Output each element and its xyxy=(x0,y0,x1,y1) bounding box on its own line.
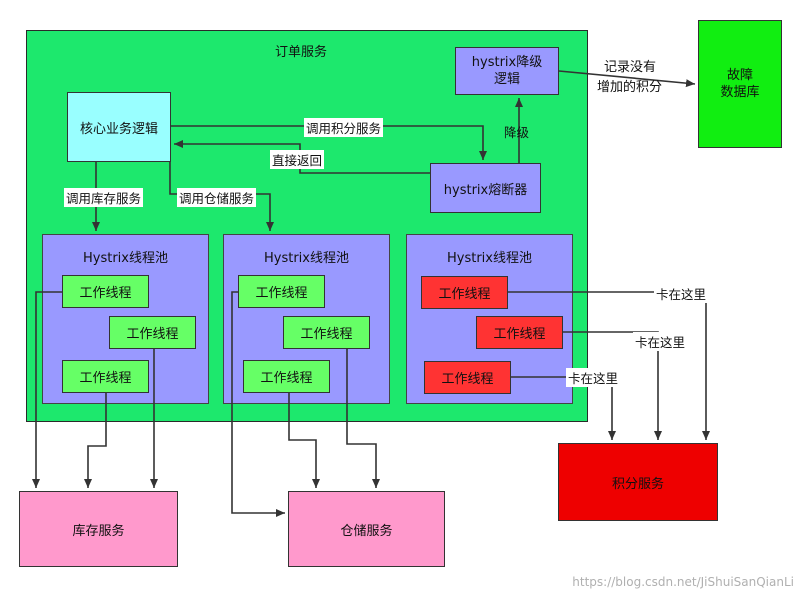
watermark-url: https://blog.csdn.net/JiShuiSanQianLi xyxy=(572,575,794,589)
label-record-line2: 增加的积分 xyxy=(597,80,663,95)
warehouse-service-node: 仓储服务 xyxy=(288,491,445,567)
edge-p2w2-to-warehouse xyxy=(346,349,380,488)
label-call-warehouse: 调用仓储服务 xyxy=(177,188,257,207)
edge-p1w3-to-inventory xyxy=(84,393,107,488)
edge-fallback-to-db xyxy=(558,70,696,88)
pool-3-worker-2-label: 工作线程 xyxy=(493,327,546,342)
fault-database-label-line2: 数据库 xyxy=(720,85,760,100)
edge-core-to-breaker xyxy=(171,125,487,160)
pool-1-worker-3-label: 工作线程 xyxy=(79,371,132,386)
label-stuck-1: 卡在这里 xyxy=(654,284,709,303)
hystrix-fallback-label-line2: 逻辑 xyxy=(493,72,520,87)
order-service-title: 订单服务 xyxy=(275,45,328,60)
pool-3-worker-3-label: 工作线程 xyxy=(441,372,494,387)
thread-pool-2-title: Hystrix线程池 xyxy=(264,251,349,266)
thread-pool-3-title: Hystrix线程池 xyxy=(447,251,532,266)
pool-1-worker-2-label: 工作线程 xyxy=(126,327,179,342)
pool-3-worker-2: 工作线程 xyxy=(476,316,563,349)
hystrix-circuit-breaker-label: hystrix熔断器 xyxy=(443,182,528,198)
hystrix-fallback-node: hystrix降级 逻辑 xyxy=(455,47,559,95)
inventory-service-node: 库存服务 xyxy=(19,491,178,567)
label-call-points: 调用积分服务 xyxy=(304,118,384,137)
pool-3-worker-3: 工作线程 xyxy=(424,361,511,394)
fault-database-node: 故障 数据库 xyxy=(698,20,782,148)
label-record-line1: 记录没有 xyxy=(604,60,657,75)
hystrix-fallback-label-line1: hystrix降级 xyxy=(471,55,543,70)
hystrix-circuit-breaker-node: hystrix熔断器 xyxy=(430,163,541,213)
edge-p2w1-to-warehouse xyxy=(231,291,285,517)
points-service-label: 积分服务 xyxy=(611,476,664,492)
pool-2-worker-3-label: 工作线程 xyxy=(260,371,313,386)
core-business-logic-label: 核心业务逻辑 xyxy=(79,121,158,137)
pool-1-worker-1-label: 工作线程 xyxy=(79,286,132,301)
label-degrade: 降级 xyxy=(504,125,530,140)
thread-pool-1-title: Hystrix线程池 xyxy=(83,251,168,266)
core-business-logic-node: 核心业务逻辑 xyxy=(67,92,171,162)
pool-2-worker-1-label: 工作线程 xyxy=(255,286,308,301)
pool-3-worker-1-label: 工作线程 xyxy=(438,287,491,302)
edge-p2w3-to-warehouse xyxy=(288,393,320,488)
points-service-node: 积分服务 xyxy=(558,443,718,521)
label-stuck-2: 卡在这里 xyxy=(633,332,688,351)
fault-database-label-line1: 故障 xyxy=(726,68,753,83)
label-return-direct: 直接返回 xyxy=(270,150,325,169)
inventory-service-label: 库存服务 xyxy=(72,523,125,539)
edge-p1w1-to-inventory xyxy=(32,291,62,488)
pool-3-worker-1: 工作线程 xyxy=(421,276,508,309)
label-call-inventory: 调用库存服务 xyxy=(64,188,144,207)
pool-2-worker-1: 工作线程 xyxy=(238,275,325,308)
pool-2-worker-3: 工作线程 xyxy=(243,360,330,393)
pool-1-worker-3: 工作线程 xyxy=(62,360,149,393)
pool-1-worker-1: 工作线程 xyxy=(62,275,149,308)
warehouse-service-label: 仓储服务 xyxy=(340,523,393,539)
pool-2-worker-2-label: 工作线程 xyxy=(300,327,353,342)
pool-2-worker-2: 工作线程 xyxy=(283,316,370,349)
label-stuck-3: 卡在这里 xyxy=(566,368,621,387)
edge-p3w1-to-points xyxy=(508,291,710,440)
pool-1-worker-2: 工作线程 xyxy=(109,316,196,349)
